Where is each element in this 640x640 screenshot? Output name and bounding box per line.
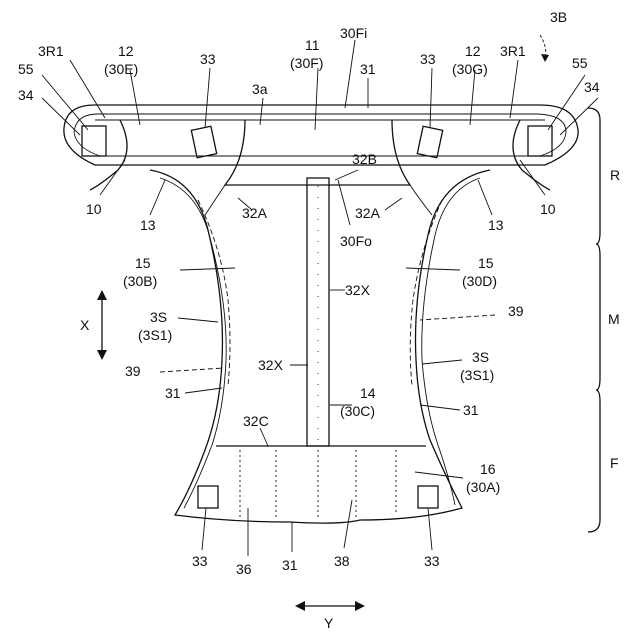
label-33-bottom-right: 33 [424, 553, 440, 569]
label-30g: (30G) [452, 61, 488, 77]
label-region-f: F [610, 455, 619, 471]
label-region-r: R [610, 167, 620, 183]
tab-left [82, 126, 106, 156]
label-14: 14 [360, 385, 376, 401]
label-32b: 32B [352, 151, 377, 167]
label-3s-left: 3S [150, 309, 167, 325]
diaper-body-inner-edge [160, 178, 226, 508]
label-region-m: M [608, 311, 620, 327]
label-3a: 3a [252, 81, 268, 97]
label-30a: (30A) [466, 479, 500, 495]
leader-39-right [420, 315, 495, 320]
figure-id-arrow [540, 35, 549, 62]
label-32x-lower: 32X [258, 357, 284, 373]
label-3r1-left: 3R1 [38, 43, 64, 59]
label-11: 11 [305, 37, 320, 53]
label-36: 36 [236, 561, 252, 577]
region-bracket [588, 108, 600, 532]
x-direction-arrow [97, 290, 107, 360]
label-31-left: 31 [165, 385, 181, 401]
leader-39-left [160, 368, 224, 372]
label-30c: (30C) [340, 403, 375, 419]
label-3s-right: 3S [472, 349, 489, 365]
tab-right [528, 126, 552, 156]
label-30e: (30E) [104, 61, 138, 77]
label-55-right: 55 [572, 55, 588, 71]
label-13-right: 13 [488, 217, 504, 233]
fastener-bottom-right [418, 486, 438, 508]
label-32a-right: 32A [355, 205, 381, 221]
label-axis-y: Y [324, 615, 334, 631]
label-34-right: 34 [584, 79, 600, 95]
label-33-bottom-left: 33 [192, 553, 208, 569]
label-13-left: 13 [140, 217, 156, 233]
leg-elastic-left [198, 200, 230, 385]
label-15-right: 15 [478, 255, 494, 271]
side-panel-left [90, 120, 127, 190]
label-33-top-right: 33 [420, 51, 436, 67]
central-strip [307, 178, 329, 446]
label-axis-x: X [80, 317, 90, 333]
side-panel-right [513, 120, 550, 190]
label-30fi: 30Fi [340, 25, 367, 41]
label-30f: (30F) [290, 55, 323, 71]
label-31-top: 31 [360, 61, 376, 77]
fastener-top-left [191, 126, 216, 158]
label-31-bottom: 31 [282, 557, 298, 573]
label-34-left: 34 [18, 87, 34, 103]
y-direction-arrow [295, 601, 365, 611]
label-10-right: 10 [540, 201, 556, 217]
label-38: 38 [334, 553, 350, 569]
label-32x-upper: 32X [345, 282, 371, 298]
label-33-top-left: 33 [200, 51, 216, 67]
fastener-bottom-left [198, 486, 218, 508]
front-panel-32a-left [205, 185, 225, 215]
label-31-right: 31 [463, 402, 479, 418]
crotch-elastic-lines [240, 450, 396, 520]
label-55-left: 55 [18, 61, 34, 77]
label-3s1-right: (3S1) [460, 367, 494, 383]
front-panel-outline [225, 120, 410, 185]
label-12-right: 12 [465, 43, 481, 59]
front-panel-32a-right [410, 185, 432, 215]
fastener-top-right [417, 126, 442, 158]
label-3s1-left: (3S1) [138, 327, 172, 343]
label-12-left: 12 [118, 43, 134, 59]
label-10-left: 10 [86, 201, 102, 217]
label-30b: (30B) [123, 273, 157, 289]
label-16: 16 [480, 461, 496, 477]
leader-lines [42, 40, 598, 556]
label-32a-left: 32A [242, 205, 268, 221]
label-32c: 32C [243, 413, 269, 429]
label-39-left: 39 [125, 363, 141, 379]
label-30d: (30D) [462, 273, 497, 289]
label-30fo: 30Fo [340, 233, 372, 249]
label-39-right: 39 [508, 303, 524, 319]
label-15-left: 15 [135, 255, 151, 271]
label-3b: 3B [550, 9, 567, 25]
label-3r1-right: 3R1 [500, 43, 526, 59]
